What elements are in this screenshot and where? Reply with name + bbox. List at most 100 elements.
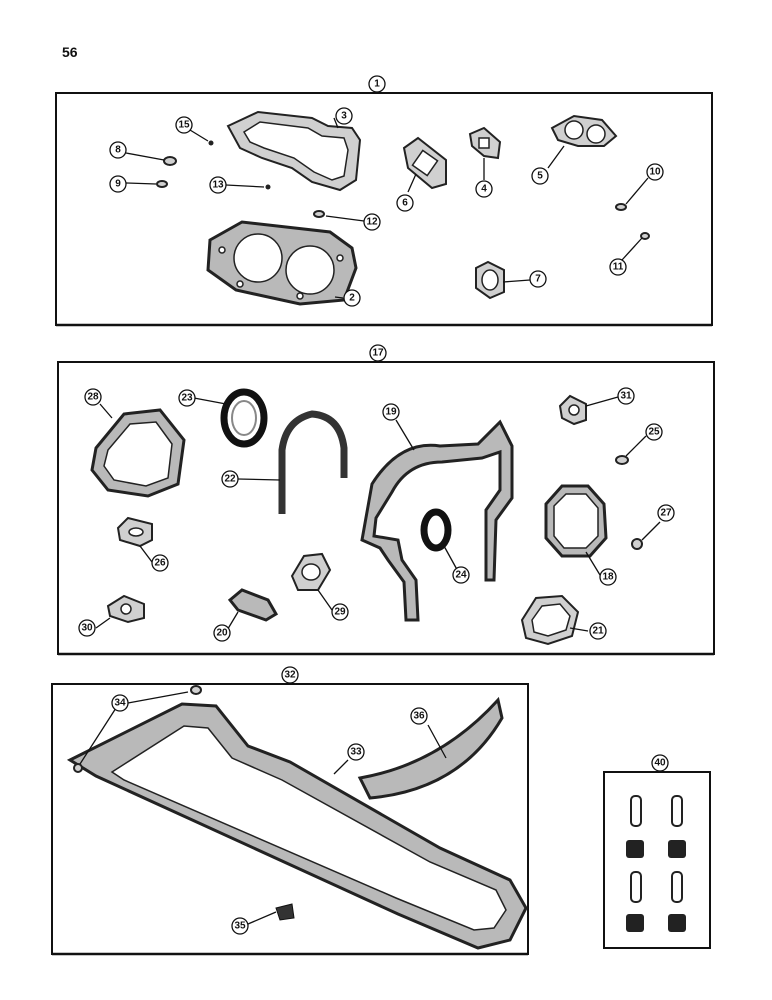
callout-32-label: 32 — [284, 670, 296, 681]
callout-22-label: 22 — [224, 474, 236, 485]
callout-12-label: 12 — [366, 217, 378, 228]
part-2-bore-2 — [285, 245, 335, 295]
callout-1: 1 — [368, 75, 386, 93]
callout-4-label: 4 — [481, 184, 487, 195]
leader-27 — [641, 521, 661, 541]
callout-5-label: 5 — [537, 171, 543, 182]
callout-40-label: 40 — [654, 758, 666, 769]
callout-15-label: 15 — [178, 120, 190, 131]
leader-12 — [325, 215, 365, 222]
leader-35 — [247, 911, 277, 925]
part-2-bolt-hole — [218, 246, 226, 254]
callout-13: 13 — [209, 176, 227, 194]
leader-36 — [427, 724, 447, 759]
part-40-valve-guide — [630, 795, 642, 827]
part-5-port-1 — [564, 120, 584, 140]
callout-23: 23 — [178, 389, 196, 407]
callout-18: 18 — [599, 568, 617, 586]
part-15-plug — [208, 140, 214, 146]
part-40-seal — [626, 840, 644, 858]
part-27-oring — [631, 538, 643, 550]
leader-10 — [625, 177, 649, 205]
part-9-washer — [156, 180, 168, 188]
callout-8: 8 — [109, 141, 127, 159]
callout-21: 21 — [589, 622, 607, 640]
callout-3-label: 3 — [341, 111, 347, 122]
callout-10: 10 — [646, 163, 664, 181]
callout-27: 27 — [657, 504, 675, 522]
part-5-outlet-gasket — [550, 114, 618, 147]
part-40-seal — [668, 914, 686, 932]
callout-13-label: 13 — [212, 180, 224, 191]
callout-26: 26 — [151, 554, 169, 572]
part-8-washer — [163, 156, 177, 166]
leader-22 — [237, 478, 281, 481]
callout-36-label: 36 — [413, 711, 425, 722]
part-22-rope-seal — [278, 410, 348, 514]
part-2-bolt-hole — [336, 254, 344, 262]
part-23-oil-seal — [220, 388, 268, 448]
callout-30-label: 30 — [81, 623, 93, 634]
callout-11-label: 11 — [613, 262, 624, 273]
callout-1-label: 1 — [374, 79, 380, 90]
part-5-port-2 — [586, 124, 606, 144]
page-number: 56 — [62, 44, 78, 60]
leader-23 — [193, 397, 227, 405]
callout-30: 30 — [78, 619, 96, 637]
part-40-seal — [668, 840, 686, 858]
leader-11 — [621, 237, 643, 261]
callout-18-label: 18 — [602, 572, 614, 583]
callout-5: 5 — [531, 167, 549, 185]
callout-34-label: 34 — [114, 698, 126, 709]
part-40-valve-guide — [671, 871, 683, 903]
part-12-oring — [313, 210, 325, 218]
callout-7-label: 7 — [535, 274, 541, 285]
callout-35: 35 — [231, 917, 249, 935]
callout-32: 32 — [281, 666, 299, 684]
callout-3: 3 — [335, 107, 353, 125]
part-34-plug — [190, 685, 202, 695]
callout-21-label: 21 — [592, 626, 604, 637]
callout-15: 15 — [175, 116, 193, 134]
leader-5 — [547, 145, 565, 169]
callout-6-label: 6 — [402, 198, 408, 209]
part-24-oil-seal — [420, 508, 452, 552]
panel-gasket-set-upper — [55, 92, 713, 326]
part-26-opening — [128, 527, 144, 537]
callout-31-label: 31 — [620, 391, 632, 402]
leader-26 — [139, 545, 153, 563]
callout-19-label: 19 — [385, 407, 397, 418]
callout-6: 6 — [396, 194, 414, 212]
part-30-opening — [120, 603, 132, 615]
part-28-opening — [103, 421, 173, 487]
part-35-seal — [275, 903, 295, 921]
callout-24-label: 24 — [455, 570, 467, 581]
part-40-valve-guide — [630, 871, 642, 903]
part-3-opening — [242, 121, 349, 181]
leader-25 — [625, 435, 647, 457]
callout-19: 19 — [382, 403, 400, 421]
part-19-timing-cover-gasket — [360, 419, 514, 622]
callout-36: 36 — [410, 707, 428, 725]
part-6-opening — [411, 149, 439, 177]
part-36-seal-strip — [357, 696, 504, 800]
leader-34b — [79, 707, 117, 765]
callout-29: 29 — [331, 603, 349, 621]
part-40-valve-guide — [671, 795, 683, 827]
part-7-opening — [481, 269, 499, 291]
callout-20-label: 20 — [216, 628, 228, 639]
leader-28 — [99, 403, 113, 419]
leader-19 — [395, 419, 415, 451]
callout-33: 33 — [347, 743, 365, 761]
leader-2 — [334, 296, 344, 299]
leader-13 — [225, 184, 265, 188]
part-10-washer — [615, 203, 627, 211]
callout-28: 28 — [84, 388, 102, 406]
callout-24: 24 — [452, 566, 470, 584]
callout-7: 7 — [529, 270, 547, 288]
callout-25-label: 25 — [648, 427, 660, 438]
leader-9 — [125, 182, 157, 185]
callout-17: 17 — [369, 344, 387, 362]
callout-31: 31 — [617, 387, 635, 405]
